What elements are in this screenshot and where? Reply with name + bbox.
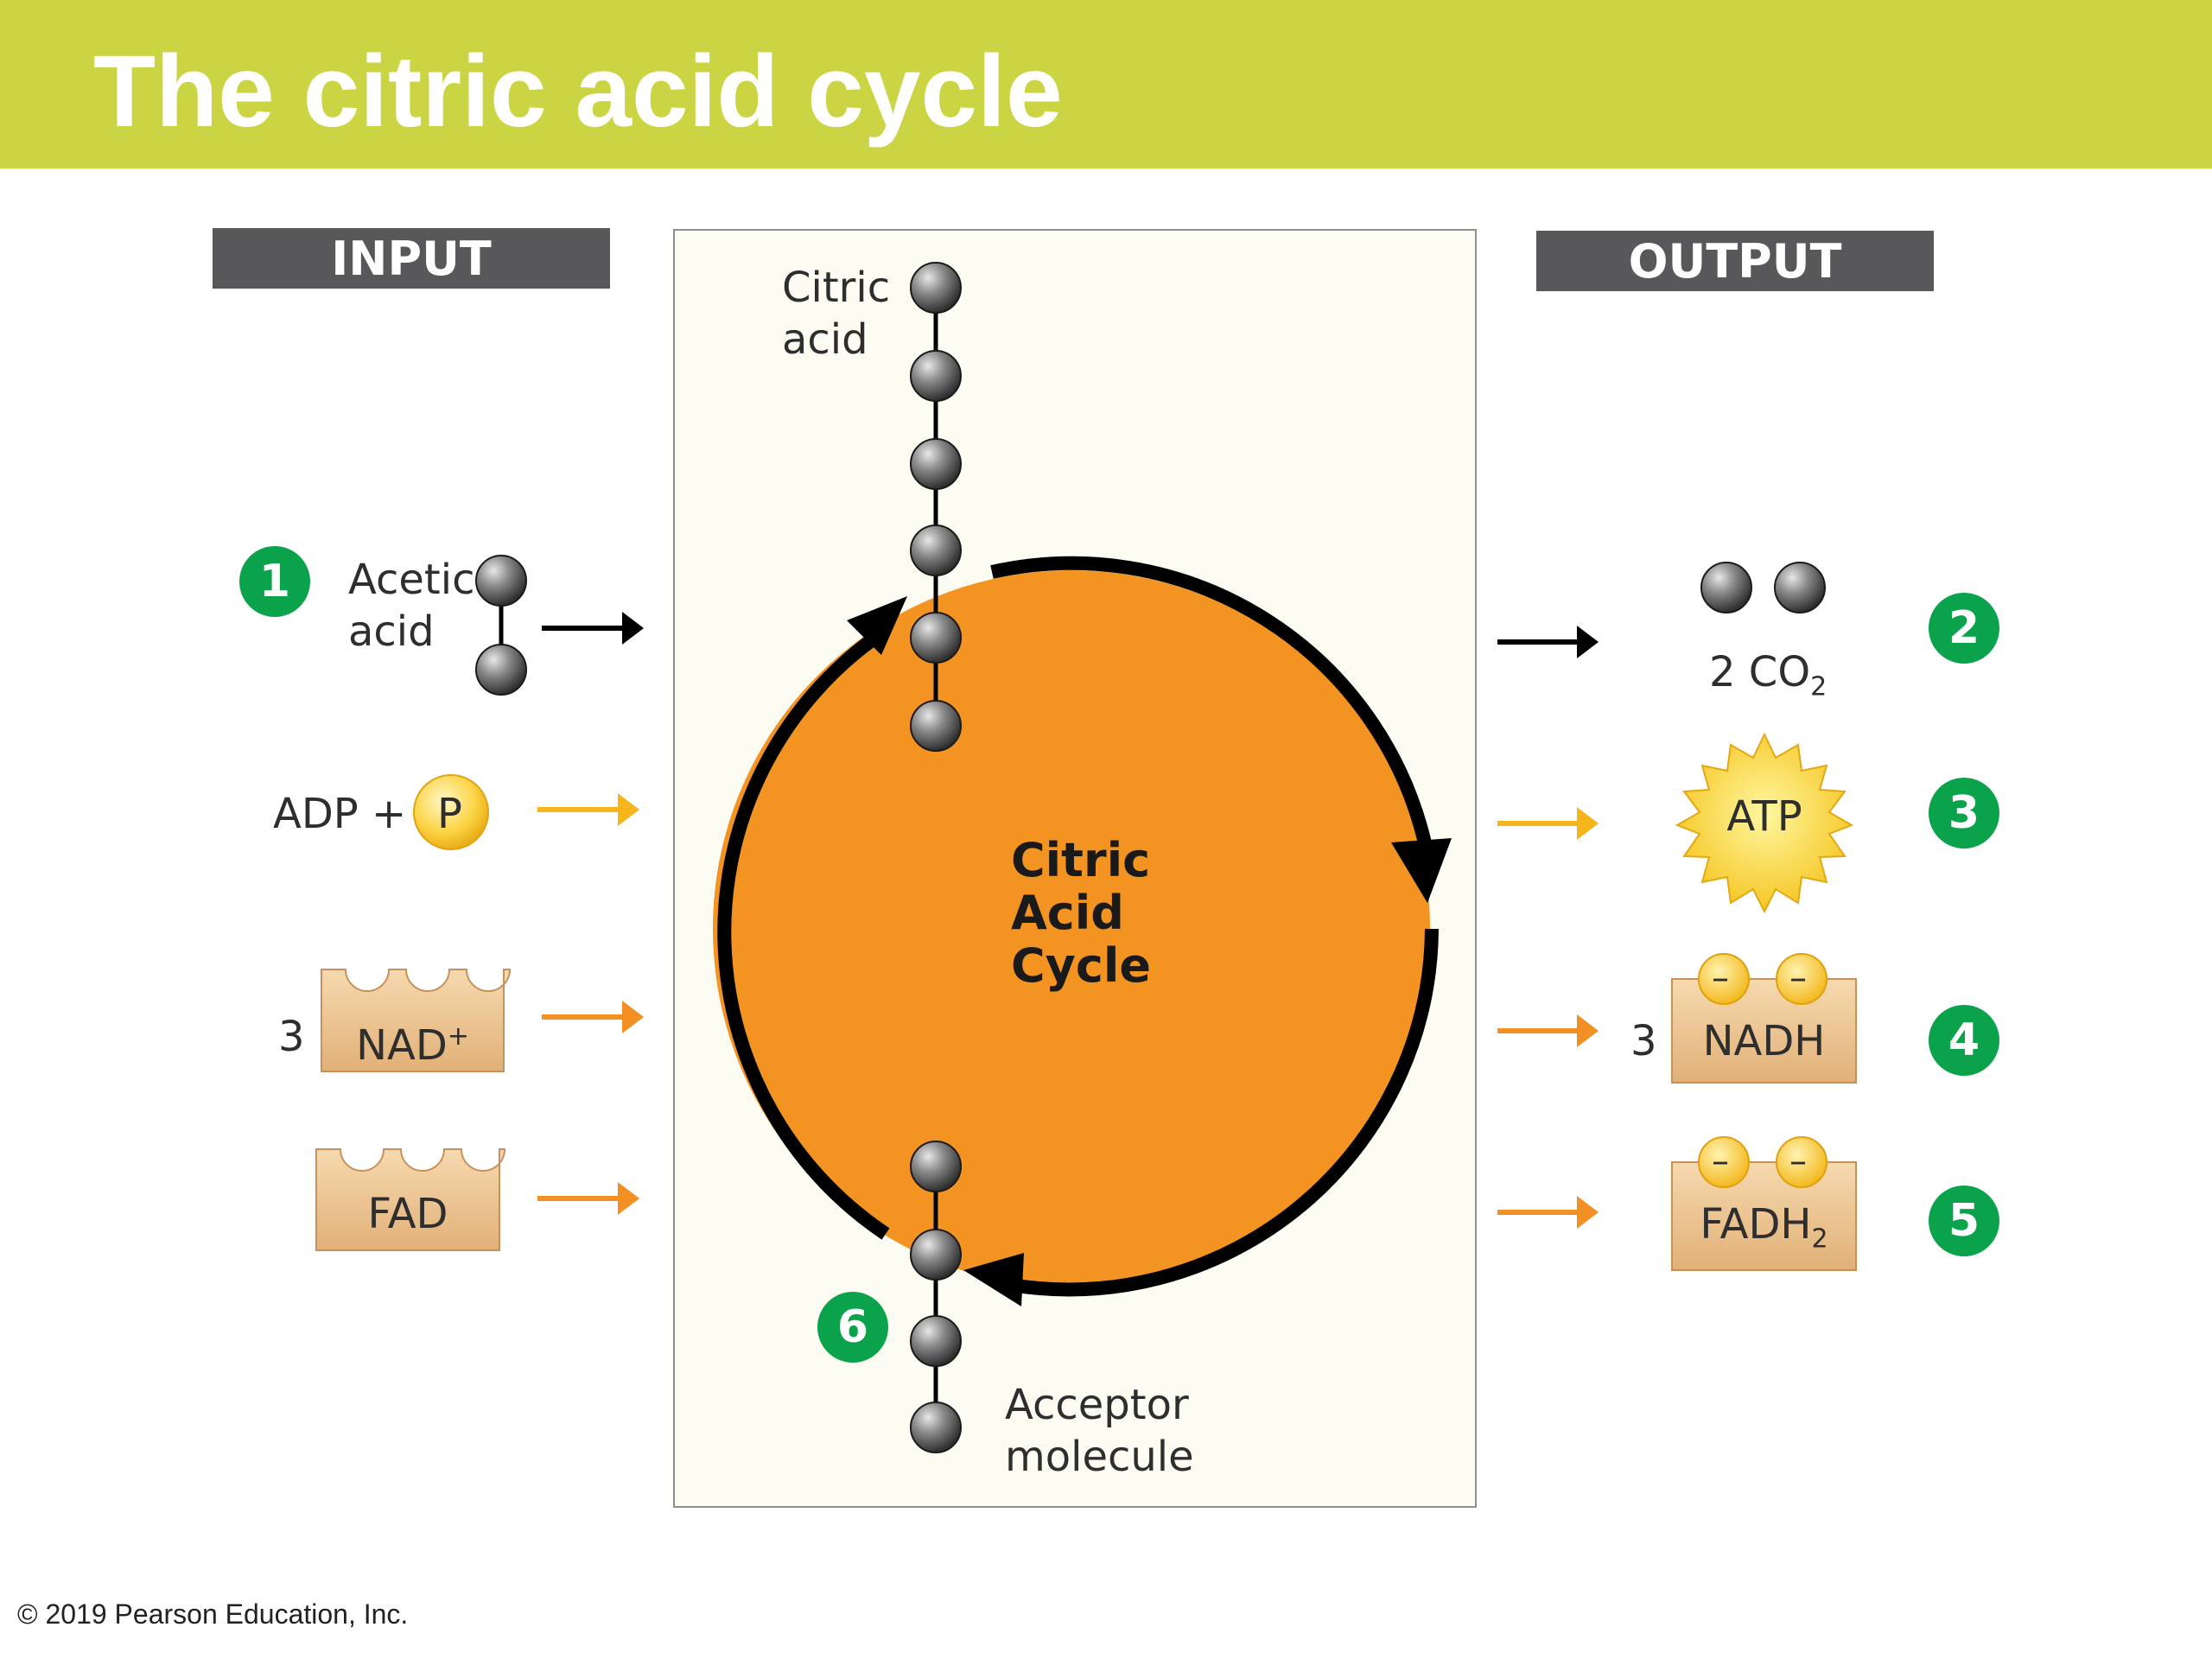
co2-molecules [1700,562,1826,613]
fad-carrier-shape [315,1148,506,1251]
acceptor-molecule-label: Acceptor molecule [1005,1381,1194,1481]
step-badge-6: 6 [817,1292,888,1363]
electron-circles [1698,953,1827,1188]
phosphate-label: P [437,790,462,838]
output-arrows [1497,626,1599,1229]
electron-sign: – [1712,1141,1729,1181]
cycle-disc [713,570,1430,1287]
cycle-center-label: Citric Acid Cycle [1011,833,1151,993]
fadh2-label: FADH2 [1700,1200,1828,1255]
co2-label: 2 CO2 [1709,648,1827,702]
output-header: OUTPUT [1536,231,1934,291]
step-badge-2: 2 [1929,593,1999,664]
step-badge-3: 3 [1929,778,1999,849]
title-bar [0,0,2212,168]
adp-label: ADP + [273,790,407,838]
input-arrows [537,612,644,1215]
step-badge-5: 5 [1929,1185,1999,1256]
citric-acid-molecule [910,262,962,752]
fad-label: FAD [367,1190,448,1238]
electron-sign: – [1789,1141,1807,1181]
cycle-arrowhead-top [847,596,907,655]
acetic-acid-molecule [475,555,527,696]
page-title: The citric acid cycle [93,35,1063,149]
citric-acid-label: Citric acid [782,264,891,364]
cycle-arrow-left [717,633,890,1240]
phosphate-circle [413,774,489,850]
atp-label: ATP [1726,792,1802,841]
cycle-arrowhead-right [1391,838,1452,903]
cycle-arrow-top [990,556,1433,849]
nad-label: NAD+ [356,1021,469,1070]
step-badge-4: 4 [1929,1005,1999,1076]
cycle-arrowhead-bottom [963,1253,1024,1306]
nadh-count: 3 [1630,1017,1657,1065]
electron-sign: – [1712,958,1729,998]
acceptor-molecule [910,1141,962,1453]
nad-carrier-shape [321,969,512,1072]
electron-sign: – [1789,958,1807,998]
nadh-label: NADH [1702,1017,1826,1065]
cycle-arrow-right [1009,928,1439,1297]
nadh-carrier-shape [1671,978,1857,1084]
copyright-notice: © 2019 Pearson Education, Inc. [17,1599,409,1630]
acetic-acid-label: Acetic acid [348,556,475,656]
input-header: INPUT [213,228,610,289]
nad-count: 3 [278,1013,305,1061]
atp-star [1675,732,1854,914]
fadh2-carrier-shape [1671,1161,1857,1271]
step-badge-1: 1 [239,546,310,617]
